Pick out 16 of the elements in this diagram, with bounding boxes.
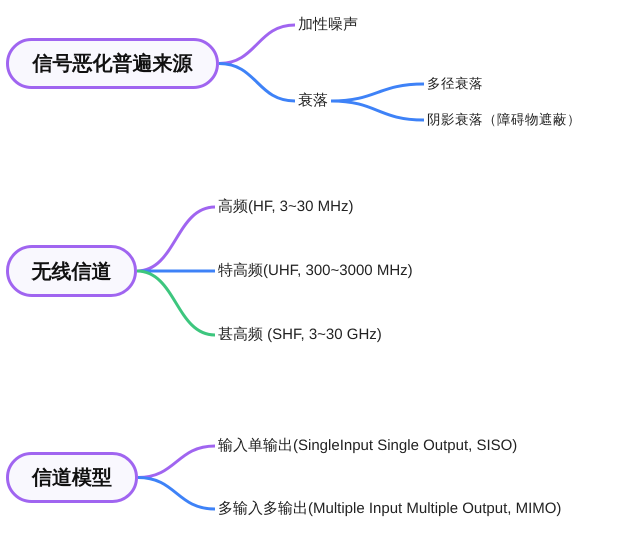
subtopic-text: 多输入多输出(Multiple Input Multiple Output, MIMO) bbox=[215, 498, 564, 520]
subtopic-text: 特高频(UHF, 300~3000 MHz) bbox=[215, 260, 416, 282]
subtopic-text: 甚高频 (SHF, 3~30 GHz) bbox=[215, 324, 385, 346]
branch-line bbox=[136, 270, 216, 336]
topic-node: 无线信道 bbox=[6, 245, 137, 297]
topic-node: 信道模型 bbox=[6, 452, 138, 503]
subtopic-text: 输入单输出(SingleInput Single Output, SISO) bbox=[215, 435, 520, 457]
subtopic-text: 多径衰落 bbox=[424, 73, 486, 95]
subtopic-text: 高频(HF, 3~30 MHz) bbox=[215, 196, 356, 218]
subtopic-text: 衰落 bbox=[295, 90, 331, 112]
branch-line bbox=[330, 100, 424, 122]
subtopic-text: 加性噪声 bbox=[295, 14, 361, 36]
subtopic-text: 阴影衰落（障碍物遮蔽） bbox=[424, 109, 584, 131]
topic-node: 信号恶化普遍来源 bbox=[6, 38, 219, 89]
branch-line bbox=[218, 62, 296, 102]
branch-line bbox=[138, 476, 216, 510]
